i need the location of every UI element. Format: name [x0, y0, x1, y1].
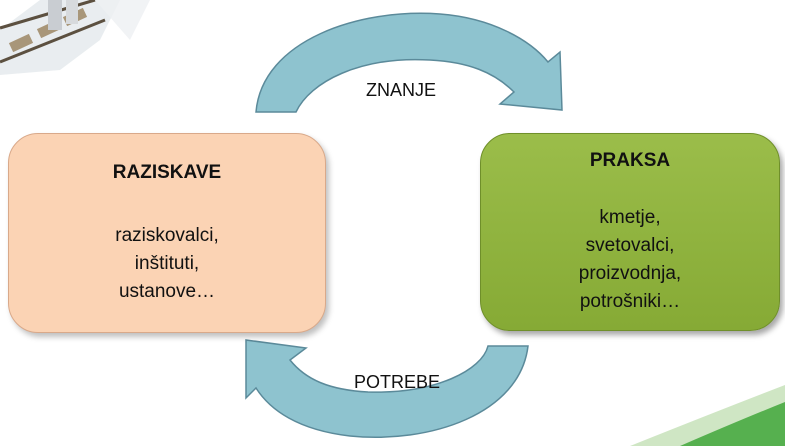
- bottom-curved-arrow: [245, 339, 529, 438]
- research-item: ustanove…: [118, 281, 216, 302]
- research-item: inštituti,: [134, 253, 200, 274]
- research-items: raziskovalci, inštituti, ustanove…: [9, 222, 325, 306]
- arrow-label-potrebe: POTREBE: [354, 372, 441, 392]
- practice-item: proizvodnja,: [578, 263, 682, 284]
- top-curved-arrow: [255, 12, 563, 113]
- practice-item: kmetje,: [599, 207, 661, 228]
- practice-title: PRAKSA: [589, 150, 671, 171]
- research-item: raziskovalci,: [115, 225, 219, 246]
- practice-items: kmetje, svetovalci, proizvodnja, potrošn…: [481, 204, 779, 316]
- practice-item: svetovalci,: [585, 235, 675, 256]
- practice-item: potrošniki…: [579, 291, 681, 312]
- research-title: RAZISKAVE: [112, 162, 222, 183]
- arrow-label-znanje: ZNANJE: [366, 80, 437, 100]
- research-box: RAZISKAVE raziskovalci, inštituti, ustan…: [8, 133, 326, 333]
- green-swoosh-decoration: [630, 385, 785, 446]
- practice-box: PRAKSA kmetje, svetovalci, proizvodnja, …: [480, 133, 780, 331]
- bridge-photo-decoration: [0, 0, 150, 75]
